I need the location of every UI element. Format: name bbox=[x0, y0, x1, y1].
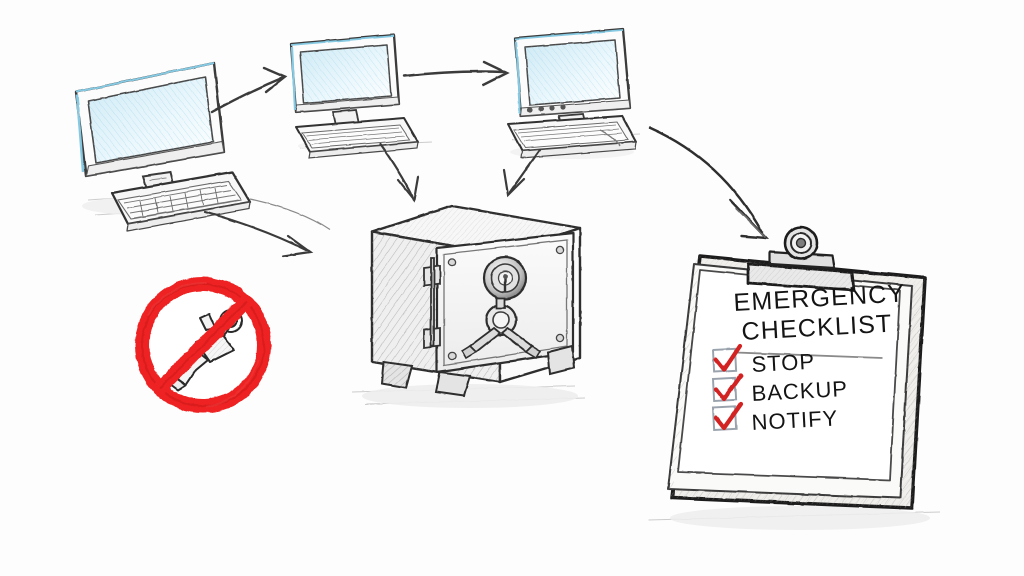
arrow-c3-safe bbox=[502, 148, 542, 198]
clipboard[interactable]: EMERGENCY CHECKLIST STOP BACKUP N bbox=[667, 225, 930, 530]
arrow-c3-clipboard bbox=[648, 126, 770, 240]
checklist-title: EMERGENCY CHECKLIST bbox=[733, 279, 906, 346]
checkmark-notify-icon bbox=[713, 401, 744, 431]
keyboard-1[interactable] bbox=[110, 170, 252, 232]
keyboard-3[interactable] bbox=[507, 115, 637, 159]
arrow-c2-safe bbox=[378, 142, 420, 203]
cable-1 bbox=[249, 198, 331, 231]
computer-2[interactable] bbox=[289, 33, 419, 159]
safe-handle[interactable] bbox=[460, 297, 542, 360]
checklist-label-stop: STOP bbox=[751, 349, 816, 377]
monitor-buttons-3 bbox=[527, 104, 566, 113]
checklist-label-notify: NOTIFY bbox=[751, 405, 839, 435]
arrow-c1-safe bbox=[203, 210, 313, 258]
arrow-c1-c2 bbox=[210, 66, 288, 114]
checklist-label-backup: BACKUP bbox=[751, 376, 849, 406]
arrow-c2-c3 bbox=[402, 60, 510, 87]
checklist-item-backup[interactable]: BACKUP bbox=[711, 372, 849, 406]
computer-3[interactable] bbox=[507, 27, 637, 159]
safe-hinges bbox=[423, 257, 441, 350]
prohibition-sign[interactable] bbox=[135, 277, 271, 413]
checkmark-stop-icon bbox=[713, 343, 743, 373]
checklist-item-notify[interactable]: NOTIFY bbox=[711, 401, 839, 435]
checkmark-backup-icon bbox=[713, 372, 744, 402]
cable-3 bbox=[599, 129, 621, 147]
safe-dial[interactable] bbox=[482, 255, 528, 301]
safe-door-bolts bbox=[447, 245, 565, 361]
clipboard-clip[interactable] bbox=[746, 225, 856, 292]
keyboard-2[interactable] bbox=[295, 117, 419, 159]
safe-vault[interactable] bbox=[362, 204, 582, 408]
checklist-item-stop[interactable]: STOP bbox=[711, 343, 816, 377]
computer-1[interactable] bbox=[74, 61, 331, 232]
prohibition-ring bbox=[135, 277, 271, 413]
checklist-divider bbox=[721, 351, 883, 359]
